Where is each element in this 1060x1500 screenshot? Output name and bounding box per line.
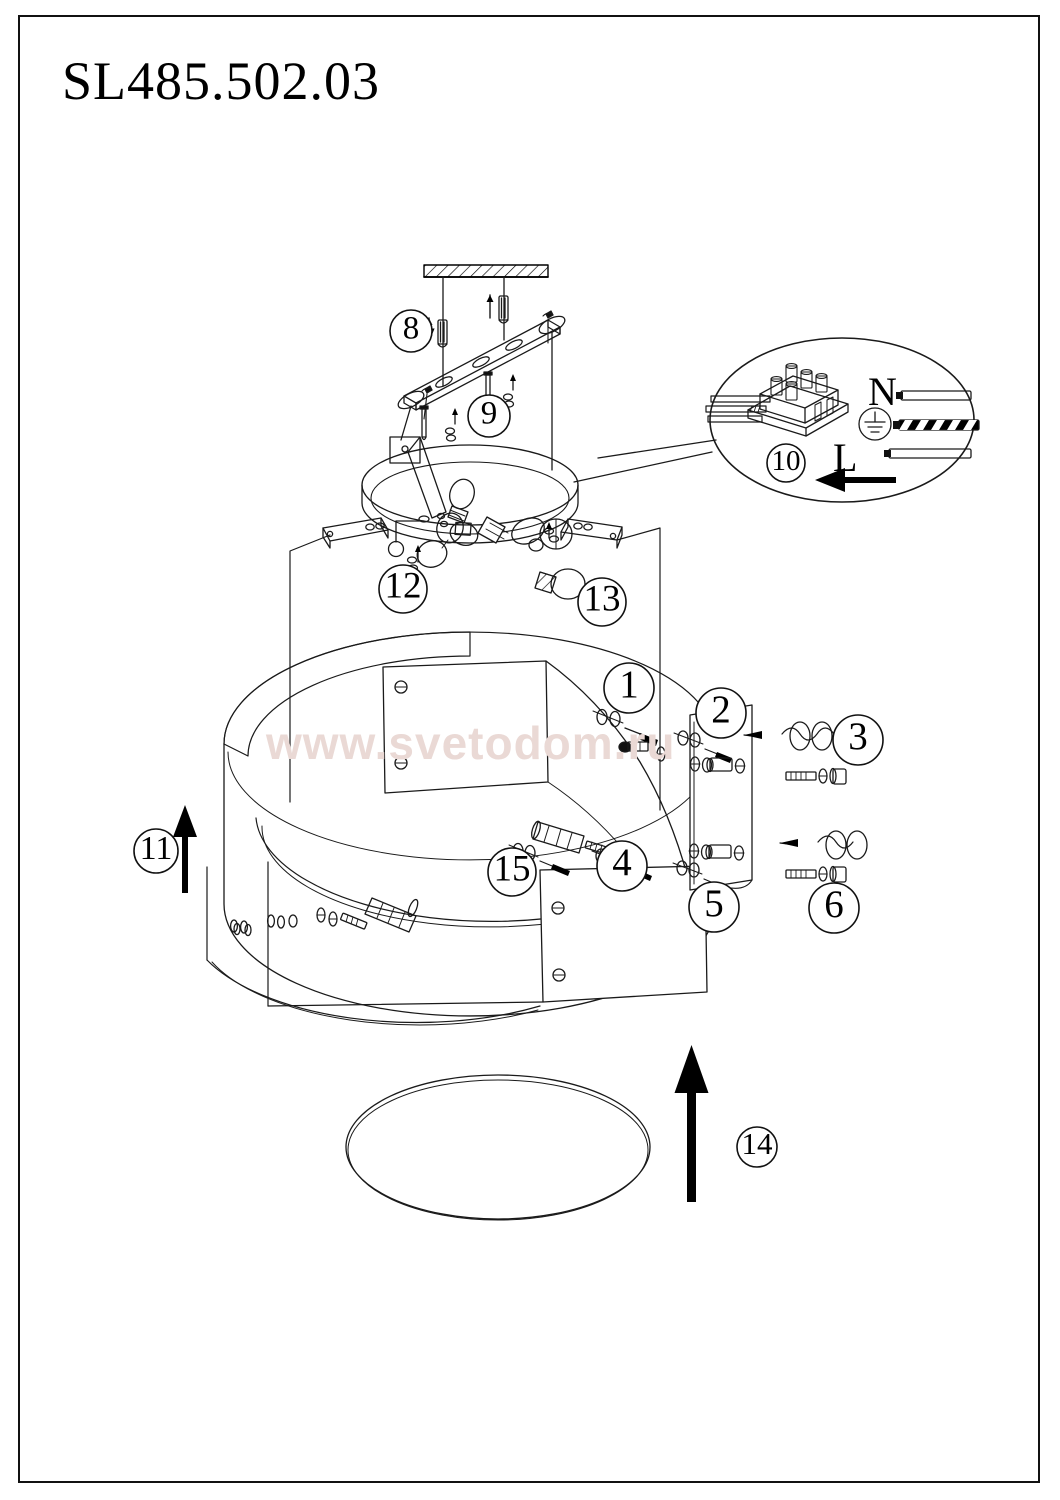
ceiling-slab — [423, 264, 549, 278]
callout-11: 11 — [133, 828, 179, 874]
callout-15: 15 — [487, 847, 537, 897]
wire-earth — [893, 419, 980, 431]
callout-number: 11 — [140, 830, 173, 867]
callout-number: 6 — [824, 883, 844, 926]
callout-number: 5 — [704, 882, 724, 925]
hardware-shade-left-lower — [233, 922, 252, 937]
callout-13: 13 — [577, 577, 627, 627]
callout-12: 12 — [378, 564, 428, 614]
wiring-detail-bubble — [573, 337, 980, 503]
washer-arrow-right — [528, 522, 560, 552]
page-border-frame — [18, 15, 1040, 1483]
callout-number: 9 — [481, 396, 498, 432]
page-title: SL485.502.03 — [62, 51, 381, 111]
callout-number: 2 — [711, 688, 731, 731]
arrow-up-11 — [173, 805, 197, 893]
callout-circle — [695, 687, 747, 739]
callout-circle — [736, 1126, 778, 1168]
callout-circle — [577, 577, 627, 627]
neutral-label: N — [868, 369, 897, 414]
callout-circle — [766, 443, 806, 483]
callout-2: 2 — [695, 687, 747, 739]
callout-number: 12 — [385, 566, 422, 607]
callout-5: 5 — [688, 881, 740, 933]
callout-number: 8 — [403, 311, 420, 347]
callout-circle — [688, 881, 740, 933]
callout-number: 13 — [584, 579, 621, 620]
direction-arrows — [173, 468, 896, 1202]
callout-circle — [487, 847, 537, 897]
anchor-right-upper — [486, 294, 509, 324]
wire-neutral — [896, 390, 972, 401]
callout-number: 15 — [494, 849, 531, 890]
callout-14: 14 — [736, 1126, 778, 1168]
callout-circle — [596, 840, 648, 892]
lamp-socket-bulb-3 — [477, 516, 545, 545]
hardware-set-2 — [673, 730, 746, 774]
leader-lines — [289, 527, 661, 811]
side-bracket-left — [322, 517, 389, 549]
wire-live — [884, 448, 972, 459]
bulb-detached — [534, 568, 586, 600]
callout-circle — [808, 882, 860, 934]
hardware-set-6 — [779, 830, 868, 883]
callout-number: 1 — [619, 663, 639, 706]
callout-circle — [378, 564, 428, 614]
live-label: L — [833, 435, 858, 480]
callout-circle — [133, 828, 179, 874]
arrow-left-10 — [815, 468, 896, 492]
hardware-set-1 — [592, 708, 666, 762]
callout-9: 9 — [467, 394, 511, 438]
earth-ground-symbol — [858, 407, 892, 441]
hardware-set-left-dowel — [288, 897, 419, 933]
callout-circle — [832, 714, 884, 766]
lamp-socket-bulb-4 — [539, 518, 573, 550]
bar-end-screw-right — [542, 310, 554, 344]
callout-6: 6 — [808, 882, 860, 934]
callout-number: 10 — [772, 445, 801, 477]
callout-8: 8 — [389, 309, 433, 353]
callout-number: 3 — [848, 715, 868, 758]
callout-number: 4 — [612, 841, 632, 884]
callout-3: 3 — [832, 714, 884, 766]
shade-assembly — [206, 631, 753, 1026]
callout-1: 1 — [603, 662, 655, 714]
callout-number: 14 — [742, 1126, 774, 1161]
arrow-up-14 — [674, 1045, 709, 1202]
screw-below-bar-left — [419, 405, 458, 442]
hardware-set-3 — [743, 721, 847, 785]
callout-circle — [603, 662, 655, 714]
bottom-diffuser — [345, 1074, 651, 1221]
callout-4: 4 — [596, 840, 648, 892]
callout-circle — [467, 394, 511, 438]
washer-arrow-left — [387, 515, 430, 572]
callout-10: 10 — [766, 443, 806, 483]
